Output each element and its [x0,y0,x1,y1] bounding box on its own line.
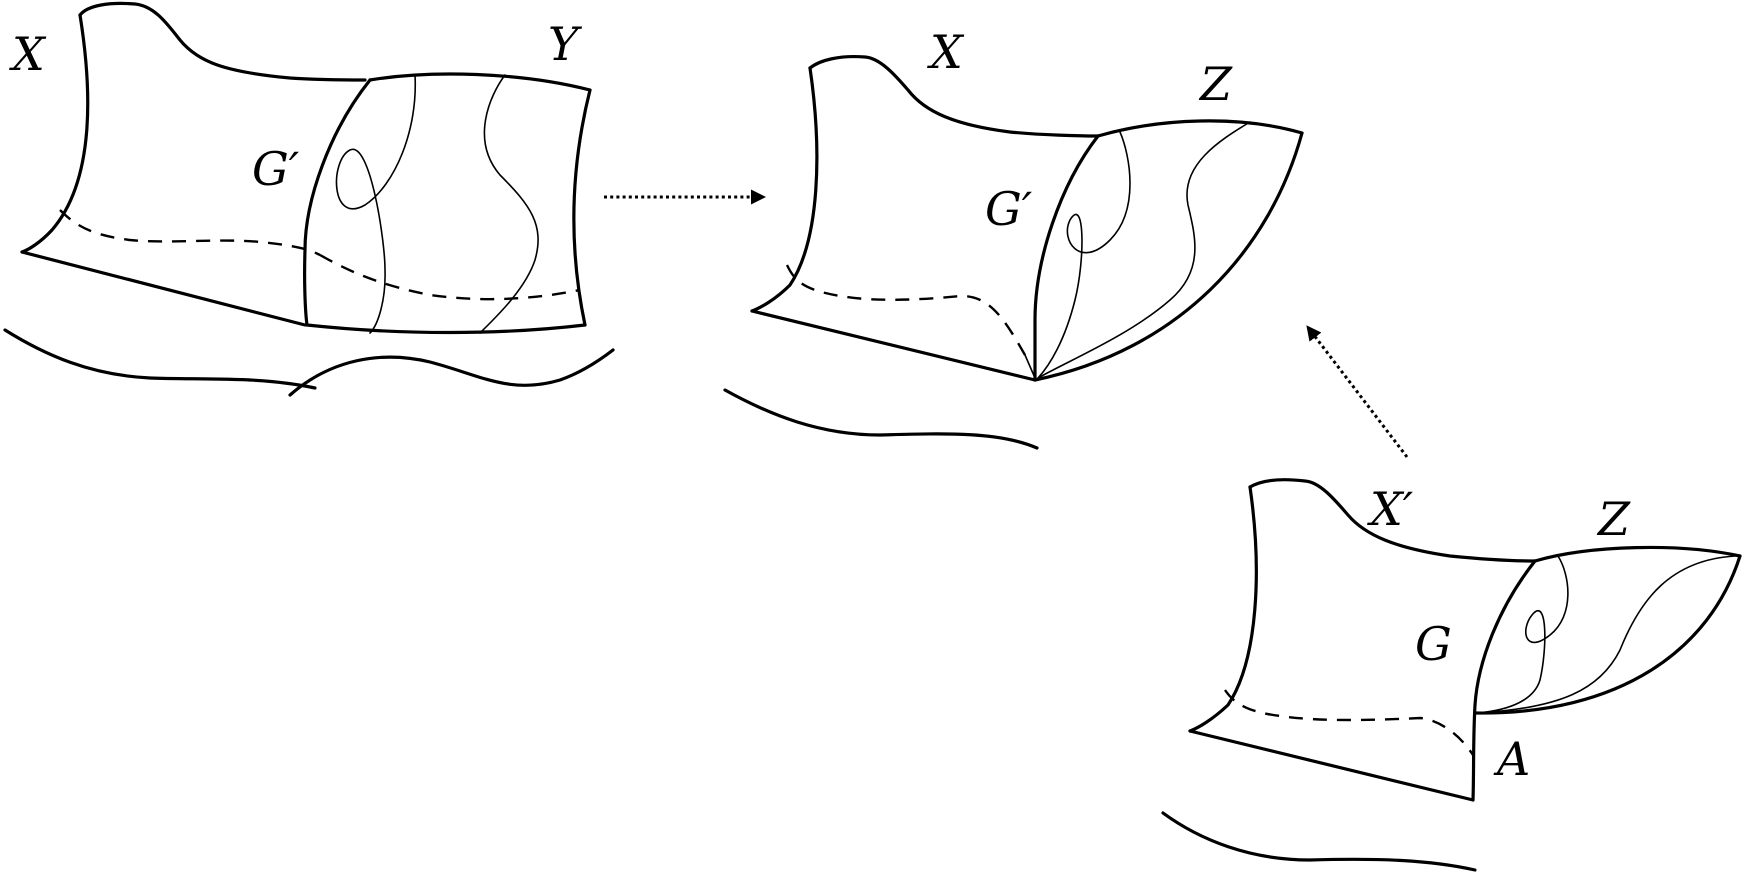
surface-x-prime [1188,478,1537,802]
base-curve-middle [723,388,1039,450]
label-z-right: Z [1596,492,1631,546]
label-g-prime-left: G′ [252,142,300,196]
base-curve-left [3,328,615,397]
surface-x-left [20,1,367,327]
panel-right: X′ Z G A [1161,478,1742,872]
label-a: A [1493,732,1530,786]
label-g-prime-middle: G′ [985,182,1033,236]
surface-z-middle [1033,119,1304,382]
surface-x-middle [750,54,1100,382]
label-g-right: G [1415,617,1452,671]
label-x-prime: X′ [1367,482,1414,536]
label-x-middle: X [927,25,965,79]
surface-z-right [1471,545,1742,802]
surface-y [303,72,592,335]
base-curve-right [1161,811,1477,872]
panel-middle: X Z G′ [723,25,1304,450]
label-y-left: Y [548,17,583,71]
label-z-middle: Z [1198,57,1233,111]
label-x-left: X [9,27,47,81]
panel-left: X Y G′ [3,1,615,397]
dotted-arrow-up-left [1306,325,1409,458]
